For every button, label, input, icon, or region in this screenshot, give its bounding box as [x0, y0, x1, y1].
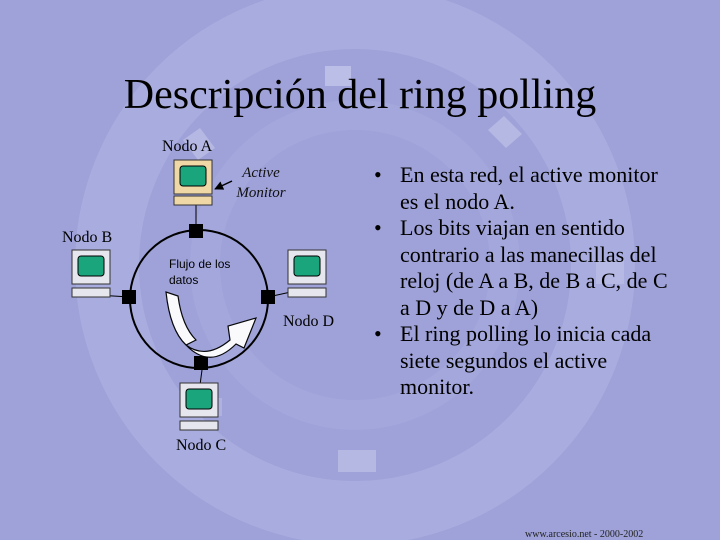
computer-icon-node-d	[287, 249, 327, 298]
bullet-item: •Los bits viajan en sentido contrario a …	[374, 215, 668, 320]
ring-connector-d	[261, 290, 275, 304]
computer-icon-node-a	[173, 159, 213, 206]
computer-icon-node-c	[179, 382, 219, 431]
bullet-item: •El ring polling lo inicia cada siete se…	[374, 321, 652, 399]
bullet-dot-icon: •	[374, 215, 382, 240]
bullet-list: •En esta red, el active monitor es el no…	[370, 162, 670, 401]
bullet-dot-icon: •	[374, 162, 382, 187]
node-c-label: Nodo C	[176, 437, 227, 454]
active-monitor-pointer	[214, 180, 233, 190]
ring-connector-a	[189, 224, 203, 238]
node-b-label: Nodo B	[62, 229, 113, 246]
ring-connector-c	[194, 356, 208, 370]
bullet-dot-icon: •	[374, 321, 382, 346]
bullet-item: •En esta red, el active monitor es el no…	[374, 162, 658, 214]
node-a-label: Nodo A	[162, 138, 213, 155]
slide-title: Descripción del ring polling	[123, 72, 597, 118]
ring-connector-b	[122, 290, 136, 304]
computer-icon-node-b	[71, 249, 111, 298]
ring	[129, 229, 269, 369]
footer-credit: www.arcesio.net - 2000-2002	[525, 529, 644, 540]
data-flow-arrow	[165, 291, 258, 358]
node-d-label: Nodo D	[283, 313, 335, 330]
data-flow-label: Flujo de los datos	[169, 257, 231, 287]
active-monitor-label: Active Monitor	[236, 165, 286, 201]
